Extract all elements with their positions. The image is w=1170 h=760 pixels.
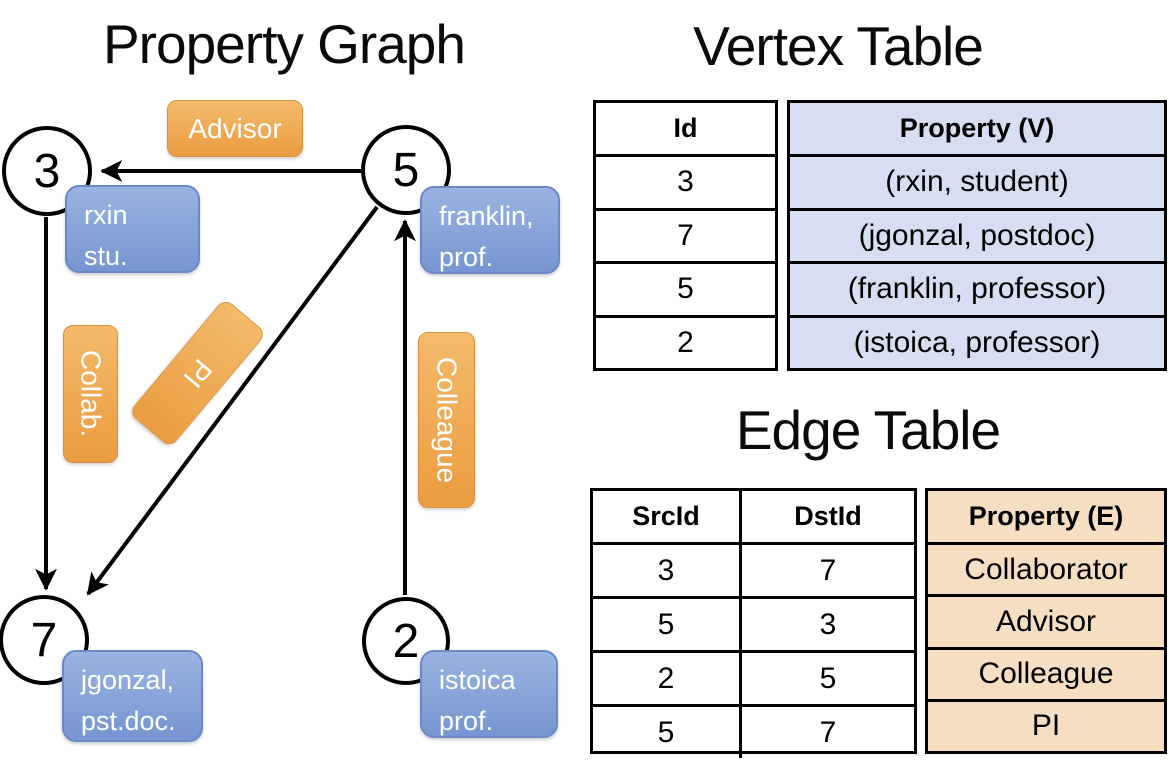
- edge-dst-cell: 7: [742, 704, 914, 758]
- edge-property-cell: Advisor: [928, 594, 1164, 647]
- vertex-id-cell: 2: [596, 314, 775, 369]
- graph-node-2: 2: [362, 597, 450, 685]
- edge-label-collab: Collab.: [63, 325, 118, 463]
- graph-node-5: 5: [361, 125, 451, 215]
- vertex-table-property-column: Property (V) (rxin, student) (jgonzal, p…: [787, 100, 1167, 371]
- edge-src-cell: 3: [593, 542, 742, 596]
- edge-src-cell: 5: [593, 596, 742, 650]
- vertex-table-id-column: Id 3 7 5 2: [593, 100, 778, 371]
- vertex-box-istoica: istoica prof.: [420, 650, 558, 738]
- edge-table-property-column: Property (E) Collaborator Advisor Collea…: [925, 488, 1167, 754]
- vertex-box-franklin: franklin, prof.: [420, 186, 560, 274]
- edge-dst-cell: 5: [742, 650, 914, 704]
- property-graph-title: Property Graph: [102, 13, 466, 75]
- edge-dst-cell: 3: [742, 596, 914, 650]
- vertex-box-istoica-line1: istoica: [439, 665, 516, 695]
- node-7-id: 7: [30, 613, 58, 667]
- edge-dst-cell: 7: [742, 542, 914, 596]
- edge-arrow-5-to-7: [86, 205, 379, 596]
- edge-property-cell: PI: [928, 698, 1164, 751]
- edge-src-cell: 2: [593, 650, 742, 704]
- vertex-box-franklin-line1: franklin,: [439, 201, 534, 231]
- vertex-property-cell: (franklin, professor): [790, 261, 1164, 315]
- vertex-table-property-header: Property (V): [790, 103, 1164, 154]
- vertex-property-cell: (istoica, professor): [790, 314, 1164, 368]
- edge-property-cell: Collaborator: [928, 542, 1164, 595]
- edge-label-advisor: Advisor: [167, 100, 303, 157]
- edge-src-cell: 5: [593, 704, 742, 758]
- edge-table-property-header: Property (E): [928, 491, 1164, 542]
- edge-label-colleague: Colleague: [418, 332, 475, 508]
- vertex-id-cell: 3: [596, 154, 775, 208]
- node-3-id: 3: [33, 144, 61, 198]
- vertex-property-cell: (jgonzal, postdoc): [790, 207, 1164, 261]
- edge-table-title: Edge Table: [735, 399, 1001, 461]
- edge-table-src-header: SrcId: [593, 491, 742, 542]
- node-5-id: 5: [392, 143, 420, 197]
- vertex-box-rxin-line1: rxin: [84, 200, 128, 230]
- vertex-box-franklin-line2: prof.: [439, 241, 494, 272]
- vertex-box-rxin-line2: stu.: [84, 240, 128, 271]
- vertex-box-istoica-line2: prof.: [439, 705, 494, 736]
- vertex-table-id-header: Id: [673, 113, 698, 143]
- vertex-box-rxin: rxin stu.: [65, 185, 200, 273]
- edge-table-dst-header: DstId: [794, 501, 862, 531]
- vertex-box-jgonzal-line2: pst.doc.: [81, 705, 176, 736]
- vertex-id-cell: 7: [596, 207, 775, 262]
- node-2-id: 2: [392, 614, 420, 668]
- edge-table-src-dst-columns: SrcId DstId 3 7 5 3 2 5 5 7: [590, 488, 917, 758]
- vertex-property-cell: (rxin, student): [790, 154, 1164, 208]
- vertex-table-title: Vertex Table: [693, 15, 984, 77]
- vertex-id-cell: 5: [596, 261, 775, 315]
- vertex-box-jgonzal-line1: jgonzal,: [81, 665, 175, 695]
- edge-property-cell: Colleague: [928, 646, 1164, 699]
- vertex-box-jgonzal: jgonzal, pst.doc.: [62, 650, 203, 742]
